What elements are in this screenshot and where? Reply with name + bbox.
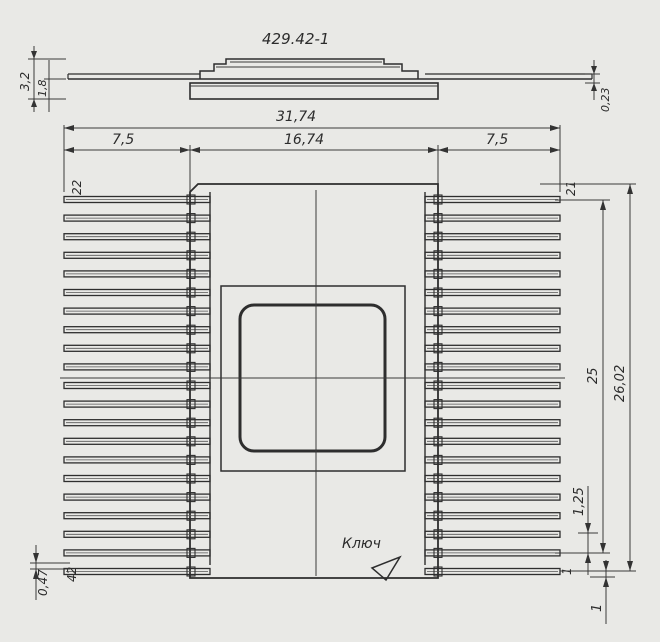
pin-left (63, 436, 211, 447)
pin-left (63, 268, 211, 279)
pin-left (63, 361, 211, 372)
length-dimensions: 26,02 25 1,25 1 (540, 183, 636, 624)
pin-left (63, 492, 211, 503)
pin-right (424, 492, 561, 503)
pin-right (424, 417, 561, 428)
pin-right (424, 473, 561, 484)
dim-length-total: 26,02 (613, 365, 628, 402)
dim-pitch: 1,25 (572, 487, 587, 516)
drawing-title: 429.42-1 (262, 30, 329, 48)
pin-left (63, 454, 211, 465)
pin-right (424, 361, 561, 372)
pin-right (424, 380, 561, 391)
pin-right (424, 324, 561, 335)
key-label: Ключ (342, 536, 381, 552)
pin-right (424, 268, 561, 279)
pin-right (424, 454, 561, 465)
dim-total-width: 31,74 (276, 109, 316, 125)
pin-right (424, 510, 561, 521)
dim-lead-span-right: 7,5 (486, 132, 508, 148)
pin-width-dimension: 0,47 (30, 545, 70, 600)
pin-left (63, 547, 211, 558)
pin-left (63, 510, 211, 521)
pin-left (63, 194, 211, 205)
pin-left (63, 324, 211, 335)
pin-right (424, 547, 561, 558)
pin-left (63, 399, 211, 410)
pins-right (424, 194, 561, 577)
pin-right (424, 306, 561, 317)
pin-right (424, 194, 561, 205)
pin-right (424, 250, 561, 261)
dim-pin-offset: 1 (590, 604, 605, 612)
pin-left (63, 417, 211, 428)
pin-label-21: 21 (564, 181, 578, 196)
width-dimensions: 31,74 7,5 16,74 7,5 (63, 109, 561, 192)
pin-left (63, 213, 211, 224)
pin-right (424, 231, 561, 242)
pin-left (63, 250, 211, 261)
pin-right (424, 566, 561, 577)
pins-left (63, 194, 211, 577)
pin-left (63, 473, 211, 484)
pin-right (424, 287, 561, 298)
dim-lead-span-left: 7,5 (112, 132, 134, 148)
pin-left (63, 231, 211, 242)
pin-left (63, 380, 211, 391)
dim-height-body: 1,8 (36, 80, 49, 98)
pin-left (63, 343, 211, 354)
pin-right (424, 213, 561, 224)
pin-right (424, 436, 561, 447)
dim-pin-span: 25 (586, 367, 601, 384)
pin-left (63, 287, 211, 298)
pin-label-22: 22 (70, 180, 84, 195)
dim-body-width: 16,74 (284, 132, 324, 148)
pin-right (424, 399, 561, 410)
pin-right (424, 529, 561, 540)
dim-pin-width: 0,47 (36, 569, 50, 596)
pin-left (63, 529, 211, 540)
pin-left (63, 566, 211, 577)
dim-height-total: 3,2 (18, 72, 32, 91)
pin-label-42: 42 (65, 567, 79, 582)
pin-right (424, 343, 561, 354)
pin-left (63, 306, 211, 317)
dim-lid-thickness: 0,23 (599, 88, 612, 113)
side-view: 429.42-1 3,2 1,8 0,23 (18, 30, 612, 112)
